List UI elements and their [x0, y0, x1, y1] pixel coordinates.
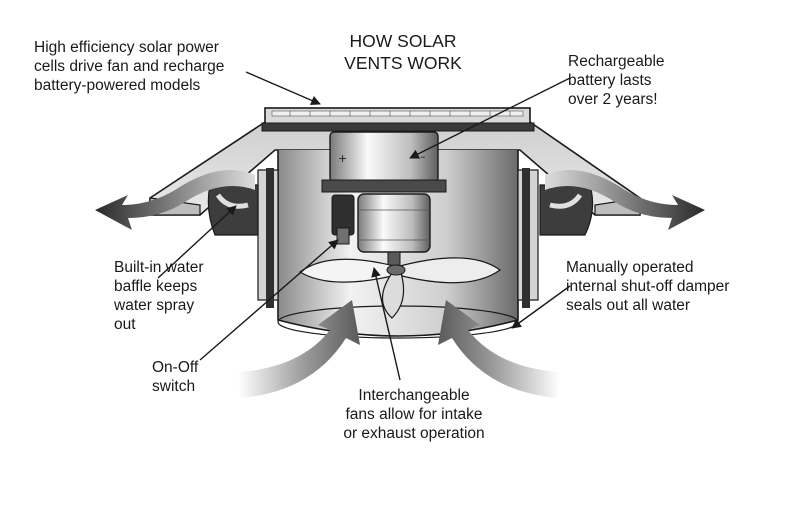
label-damper: Manually operated internal shut-off damp… — [566, 259, 730, 314]
label-fans: Interchangeable fans allow for intake or… — [343, 387, 485, 442]
label-switch: On-Off switch — [152, 359, 199, 395]
callout-lines — [157, 71, 571, 381]
fan-motor — [357, 193, 431, 267]
leader-battery — [409, 77, 571, 159]
on-off-switch — [331, 194, 355, 245]
label-battery: Rechargeable battery lasts over 2 years! — [568, 53, 665, 108]
leader-fans — [371, 267, 401, 381]
svg-text:+: + — [338, 152, 347, 165]
airflow-in-arrows — [238, 300, 560, 398]
water-baffle — [207, 184, 594, 236]
solar-panel — [261, 107, 535, 132]
leader-damper — [511, 285, 571, 329]
diagram-title: HOW SOLAR VENTS WORK — [344, 31, 462, 73]
label-solar-cells: High efficiency solar power cells drive … — [34, 39, 225, 94]
airflow-out-arrows — [95, 170, 705, 230]
damper — [266, 168, 530, 308]
leader-solar — [245, 71, 321, 105]
fan-blades — [298, 257, 502, 319]
svg-text:–: – — [420, 150, 426, 163]
leader-baffle — [157, 205, 237, 279]
label-water-baffle: Built-in water baffle keeps water spray … — [114, 259, 204, 333]
leader-switch — [199, 239, 339, 361]
battery: + – — [321, 131, 447, 193]
